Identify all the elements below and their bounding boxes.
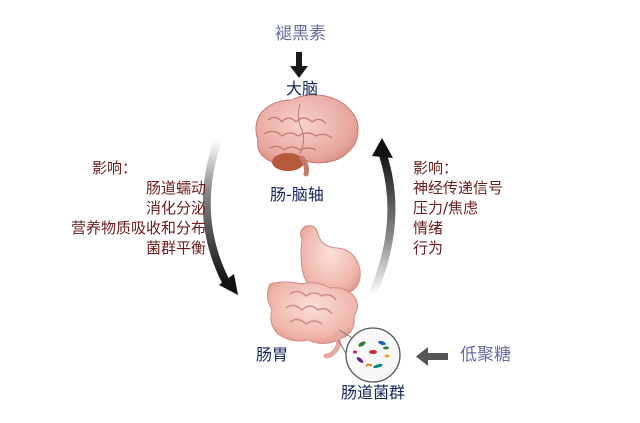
right-effect-item: 行为 — [413, 239, 444, 257]
left-effect-item: 菌群平衡 — [145, 239, 206, 257]
left-effect-item: 营养物质吸收和分布 — [70, 219, 206, 237]
right-effect-item: 压力/焦虑 — [413, 199, 479, 217]
microbiota-label: 肠道菌群 — [341, 383, 406, 402]
axis-label: 肠-脑轴 — [270, 185, 324, 204]
oligosaccharide-arrow-icon — [416, 347, 448, 366]
gut-label: 肠胃 — [256, 345, 289, 364]
melatonin-arrow-icon — [290, 52, 308, 78]
left-effect-item: 消化分泌 — [145, 199, 206, 217]
brain-illustration — [255, 94, 359, 177]
right-effects-title: 影响： — [413, 159, 459, 177]
left-effects-title: 影响： — [92, 159, 138, 177]
melatonin-label: 褪黑素 — [275, 24, 326, 44]
microbiota-circle-icon — [345, 327, 401, 383]
right-effects: 影响： 神经传递信号 压力/焦虑 情绪 行为 — [413, 158, 503, 258]
oligosaccharide-label: 低聚糖 — [460, 345, 511, 365]
right-effect-item: 神经传递信号 — [413, 179, 504, 197]
left-effect-item: 肠道蠕动 — [145, 179, 206, 197]
left-curved-arrow-icon — [202, 136, 238, 295]
gut-illustration — [266, 225, 361, 359]
right-effect-item: 情绪 — [413, 219, 444, 237]
brain-label: 大脑 — [286, 79, 319, 98]
left-effects: 影响： 肠道蠕动 消化分泌 营养物质吸收和分布 菌群平衡 — [40, 158, 206, 258]
right-curved-arrow-icon — [368, 138, 396, 299]
